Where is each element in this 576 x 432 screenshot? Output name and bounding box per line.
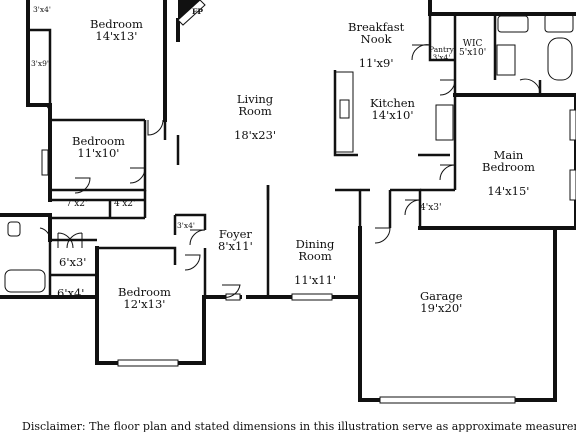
closet-label: 3'x4' — [33, 5, 51, 14]
room-label-main-bedroom: Main Bedroom 14'x15' — [482, 148, 535, 199]
wall — [333, 70, 358, 157]
bathtub — [547, 37, 573, 81]
room-label-bedroom: Bedroom 11'x10' — [72, 134, 125, 161]
kitchen-counter — [334, 71, 354, 153]
door — [519, 78, 541, 96]
room-label-garage: Garage 19'x20' — [420, 289, 463, 316]
door — [439, 164, 456, 181]
closet-label: 3'x4' — [177, 221, 195, 230]
interior-walls — [28, 14, 542, 297]
bathtub — [4, 269, 46, 293]
door — [404, 199, 421, 216]
door — [66, 232, 83, 249]
wall — [95, 246, 242, 365]
fireplace-label: FP — [192, 7, 203, 16]
wall — [553, 93, 576, 230]
closet-label: 7'x2' — [66, 199, 88, 209]
window — [569, 169, 576, 201]
door — [57, 232, 74, 249]
door — [221, 284, 241, 298]
window — [291, 293, 333, 301]
fixtures — [4, 13, 574, 293]
closet-label: 6'x4' — [57, 286, 85, 300]
wall — [0, 213, 52, 242]
closet-label: 3'x9' — [31, 59, 49, 68]
door — [374, 227, 391, 244]
wall — [428, 14, 455, 62]
door — [74, 177, 91, 194]
room-label-breakfast-nook: Breakfast Nook 11'x9' — [348, 20, 405, 71]
door — [129, 167, 146, 184]
wall — [97, 246, 177, 265]
sink — [496, 44, 516, 76]
sink — [339, 99, 350, 119]
room-label-foyer: Foyer 8'x11' — [218, 227, 253, 254]
room-label-pantry: Pantry 3'x4' — [429, 45, 454, 62]
room-label-bedroom: Bedroom 12'x13' — [118, 285, 171, 312]
wall — [390, 188, 422, 228]
door — [439, 79, 456, 96]
toilet — [7, 221, 21, 237]
door — [184, 254, 201, 271]
closet-label: 6'x3' — [59, 255, 87, 269]
room-label-bedroom: Bedroom 14'x13' — [90, 17, 143, 44]
vanity — [544, 13, 574, 33]
room-label-dining-room: Dining Room 11'x11' — [294, 237, 337, 288]
hearth-shape — [177, 0, 206, 26]
wall — [358, 226, 557, 402]
exterior-walls — [0, 0, 576, 402]
window — [569, 109, 576, 141]
closet-label: 4'x3' — [420, 203, 442, 213]
door — [147, 119, 164, 136]
windows — [41, 109, 576, 404]
toilet — [497, 15, 529, 33]
closet-label: 4'x2' — [114, 199, 136, 209]
window — [41, 149, 49, 176]
door — [411, 44, 431, 61]
window — [117, 359, 179, 367]
disclaimer-text: Disclaimer: The floor plan and stated di… — [22, 420, 576, 432]
doors — [39, 44, 541, 298]
range — [435, 104, 454, 141]
door — [189, 229, 206, 246]
wall — [428, 0, 576, 16]
door — [44, 104, 51, 116]
wall — [28, 28, 52, 105]
room-label-kitchen: Kitchen 14'x10' — [370, 96, 415, 123]
door — [39, 227, 51, 241]
room-label-wic: WIC 5'x10' — [459, 39, 487, 59]
wall — [175, 213, 207, 230]
wall — [26, 0, 52, 107]
window — [379, 396, 516, 404]
room-label-living-room: Living Room 18'x23' — [234, 92, 277, 143]
